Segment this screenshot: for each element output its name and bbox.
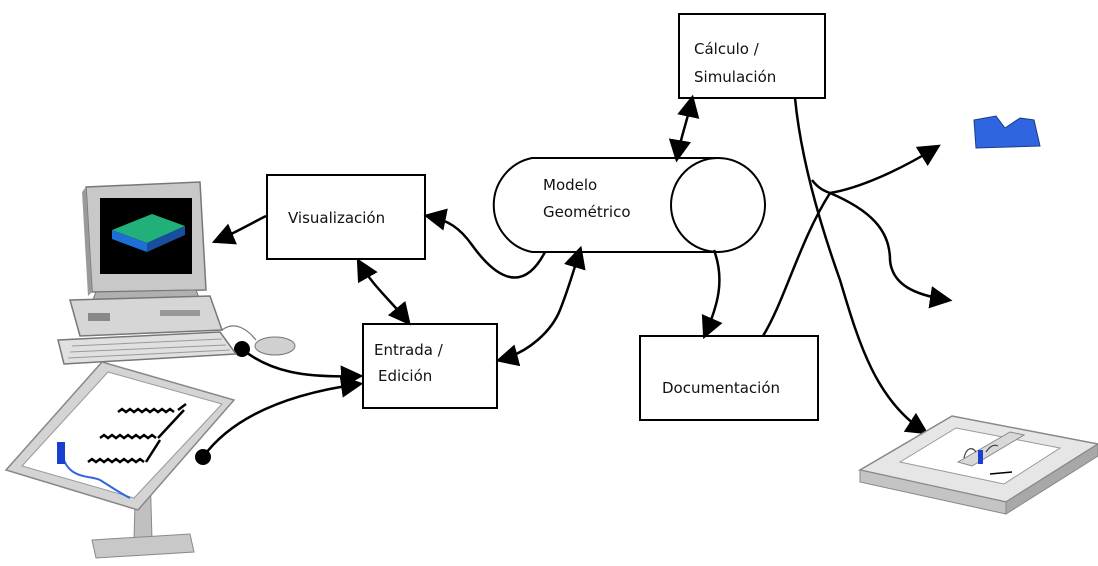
visualizacion-label: Visualización [288, 209, 385, 227]
cnc-machine-icon [857, 415, 1098, 515]
computer-connector-dot [234, 341, 250, 357]
modelo-label-line1: Modelo [543, 176, 597, 194]
calculo-simulacion-box: Cálculo / Simulación [678, 13, 826, 99]
machined-part-icon [973, 115, 1041, 149]
documentacion-label: Documentación [662, 379, 780, 397]
arrow-documentacion-junction [761, 192, 832, 337]
arrow-entrada-modelo [495, 245, 586, 367]
modelo-label-line2: Geométrico [543, 203, 631, 221]
arrow-junction-right [829, 191, 953, 309]
arrow-visualizacion-computer [211, 214, 267, 245]
arrow-tablet-entrada [201, 375, 364, 458]
calculo-label-line2: Simulación [694, 68, 776, 86]
computer-workstation-icon [57, 181, 296, 365]
entrada-label-line1: Entrada / [374, 341, 444, 359]
arrow-calculo-cnc [793, 97, 929, 435]
arrow-modelo-documentacion [701, 249, 723, 340]
junction-link [811, 179, 831, 195]
tablet-connector-dot [195, 449, 211, 465]
modelo-geometrico-cylinder: Modelo Geométrico [492, 157, 766, 253]
arrow-computer-entrada [241, 348, 364, 388]
arrow-junction-part [829, 144, 941, 195]
arrow-visualizacion-entrada [356, 258, 411, 326]
documentacion-box: Documentación [639, 335, 819, 421]
digitizer-tablet-icon [4, 361, 236, 559]
entrada-label-line2: Edición [378, 367, 432, 385]
visualizacion-box: Visualización [266, 174, 426, 260]
arrow-modelo-calculo [668, 94, 700, 163]
entrada-edicion-box: Entrada / Edición [362, 323, 498, 409]
calculo-label-line1: Cálculo / [694, 40, 760, 58]
